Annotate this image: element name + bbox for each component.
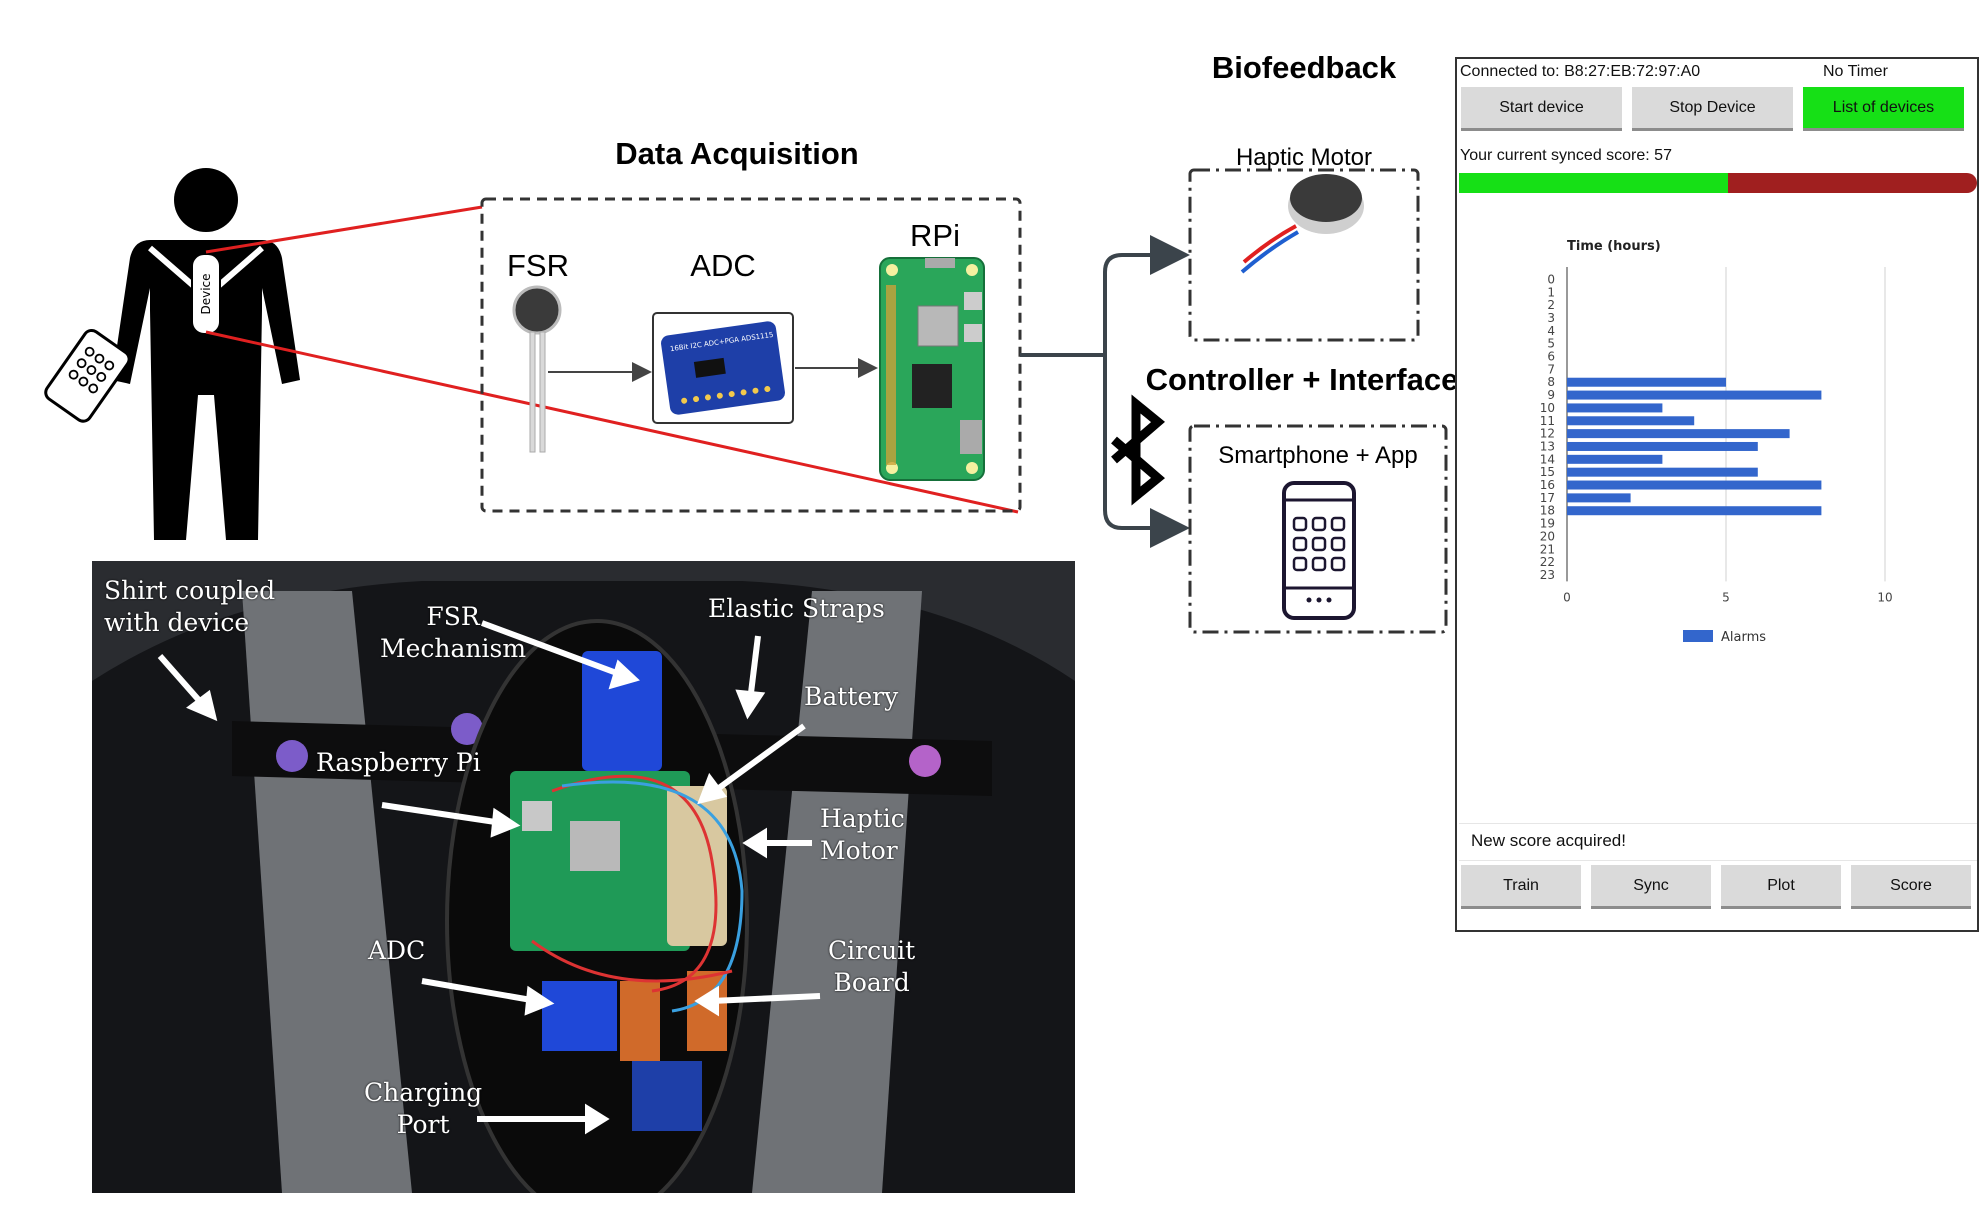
connected-status: Connected to: B8:27:EB:72:97:A0 xyxy=(1460,63,1701,80)
bar xyxy=(1567,441,1758,451)
device-tag: Device xyxy=(199,273,213,314)
y-tick-label: 12 xyxy=(1540,427,1555,441)
bar xyxy=(1567,454,1663,464)
photo-label-shirt: Shirt coupled with device xyxy=(104,576,276,637)
handheld-phone-icon xyxy=(44,328,131,423)
score-button[interactable]: Score xyxy=(1851,865,1971,909)
haptic-motor-icon xyxy=(1240,174,1364,274)
photo-label-battery: Battery xyxy=(804,682,899,711)
score-text: Your current synced score: 57 xyxy=(1460,147,1672,164)
status-row xyxy=(1459,823,1977,861)
haptic-box xyxy=(1188,168,1420,342)
y-tick-label: 13 xyxy=(1540,439,1555,453)
bar xyxy=(1567,403,1663,413)
data-acquisition-title: Data Acquisition xyxy=(615,136,858,171)
output-connector xyxy=(1020,235,1190,548)
smartphone-icon xyxy=(1282,481,1356,620)
person-icon: Device xyxy=(112,168,300,540)
bar xyxy=(1567,416,1695,426)
score-bar xyxy=(1459,173,1977,193)
status-message: New score acquired! xyxy=(1471,831,1626,850)
y-tick-label: 0 xyxy=(1547,272,1555,286)
y-tick-label: 8 xyxy=(1547,375,1555,389)
x-tick-label: 0 xyxy=(1563,590,1571,604)
smartphone-label: Smartphone + App xyxy=(1218,442,1417,469)
y-tick-label: 6 xyxy=(1547,350,1555,364)
list-of-devices-button[interactable]: List of devices xyxy=(1803,87,1964,131)
plot-button[interactable]: Plot xyxy=(1721,865,1841,909)
sync-button[interactable]: Sync xyxy=(1591,865,1711,909)
y-tick-label: 9 xyxy=(1547,388,1555,402)
y-tick-label: 19 xyxy=(1540,517,1555,531)
y-tick-label: 18 xyxy=(1540,504,1555,518)
y-tick-label: 4 xyxy=(1547,324,1555,338)
y-tick-label: 22 xyxy=(1540,555,1555,569)
y-tick-label: 20 xyxy=(1540,529,1555,543)
y-tick-label: 21 xyxy=(1540,542,1555,556)
bar xyxy=(1567,390,1822,400)
bar xyxy=(1567,377,1726,387)
photo-label-adc: ADC xyxy=(368,936,426,965)
rpi-board-icon xyxy=(879,257,985,481)
bar xyxy=(1567,480,1822,490)
photo-label-raspberry-pi: Raspberry Pi xyxy=(316,748,481,777)
photo-label-charging-port: Charging Port xyxy=(364,1078,483,1139)
y-tick-label: 15 xyxy=(1540,465,1555,479)
biofeedback-title: Biofeedback xyxy=(1212,50,1397,85)
score-bar-fill xyxy=(1459,173,1729,193)
photo-label-haptic-motor: Haptic Motor xyxy=(820,804,905,865)
y-tick-label: 10 xyxy=(1540,401,1555,415)
photo-label-circuit-board: Circuit Board xyxy=(828,936,916,997)
adc-label: ADC xyxy=(690,248,755,283)
bar xyxy=(1567,467,1758,477)
x-tick-label: 10 xyxy=(1877,590,1892,604)
bar xyxy=(1567,429,1790,439)
start-device-button[interactable]: Start device xyxy=(1461,87,1622,131)
x-tick-label: 5 xyxy=(1722,590,1730,604)
photo-arrows xyxy=(157,620,821,1135)
alarms-chart: Time (hours) 012345678910111213141516171… xyxy=(1540,239,1893,645)
y-tick-label: 23 xyxy=(1540,568,1555,582)
rpi-label: RPi xyxy=(910,218,960,253)
legend-label: Alarms xyxy=(1721,630,1766,645)
y-tick-label: 7 xyxy=(1547,362,1555,376)
photo-label-elastic-straps: Elastic Straps xyxy=(708,594,885,623)
legend-swatch xyxy=(1683,630,1713,642)
device-photo: Shirt coupled with device FSR Mechanism … xyxy=(92,561,1075,1193)
controller-title: Controller + Interface xyxy=(1146,362,1459,397)
y-tick-label: 16 xyxy=(1540,478,1555,492)
train-button[interactable]: Train xyxy=(1461,865,1581,909)
adc-board-icon: 16Bit I2C ADC+PGA ADS1115 xyxy=(661,321,785,415)
photo-label-fsr-mechanism: FSR Mechanism xyxy=(380,602,527,663)
y-tick-label: 5 xyxy=(1547,337,1555,351)
y-tick-label: 2 xyxy=(1547,298,1555,312)
y-tick-label: 3 xyxy=(1547,311,1555,325)
chart-title: Time (hours) xyxy=(1567,239,1661,254)
y-tick-label: 14 xyxy=(1540,452,1555,466)
bar xyxy=(1567,506,1822,516)
y-tick-label: 1 xyxy=(1547,285,1555,299)
stop-device-button[interactable]: Stop Device xyxy=(1632,87,1793,131)
haptic-label: Haptic Motor xyxy=(1236,144,1372,171)
y-tick-label: 11 xyxy=(1540,414,1555,428)
zoom-line-top xyxy=(205,205,483,254)
fsr-label: FSR xyxy=(507,248,569,283)
fsr-sensor-icon xyxy=(512,285,562,453)
smartphone-box xyxy=(1188,424,1448,634)
bluetooth-icon xyxy=(1111,394,1165,506)
app-screen: Connected to: B8:27:EB:72:97:A0 No Timer… xyxy=(1455,57,1979,932)
timer-status: No Timer xyxy=(1823,63,1888,80)
y-tick-label: 17 xyxy=(1540,491,1555,505)
bar xyxy=(1567,493,1631,503)
zoom-line-bottom xyxy=(205,330,1019,514)
